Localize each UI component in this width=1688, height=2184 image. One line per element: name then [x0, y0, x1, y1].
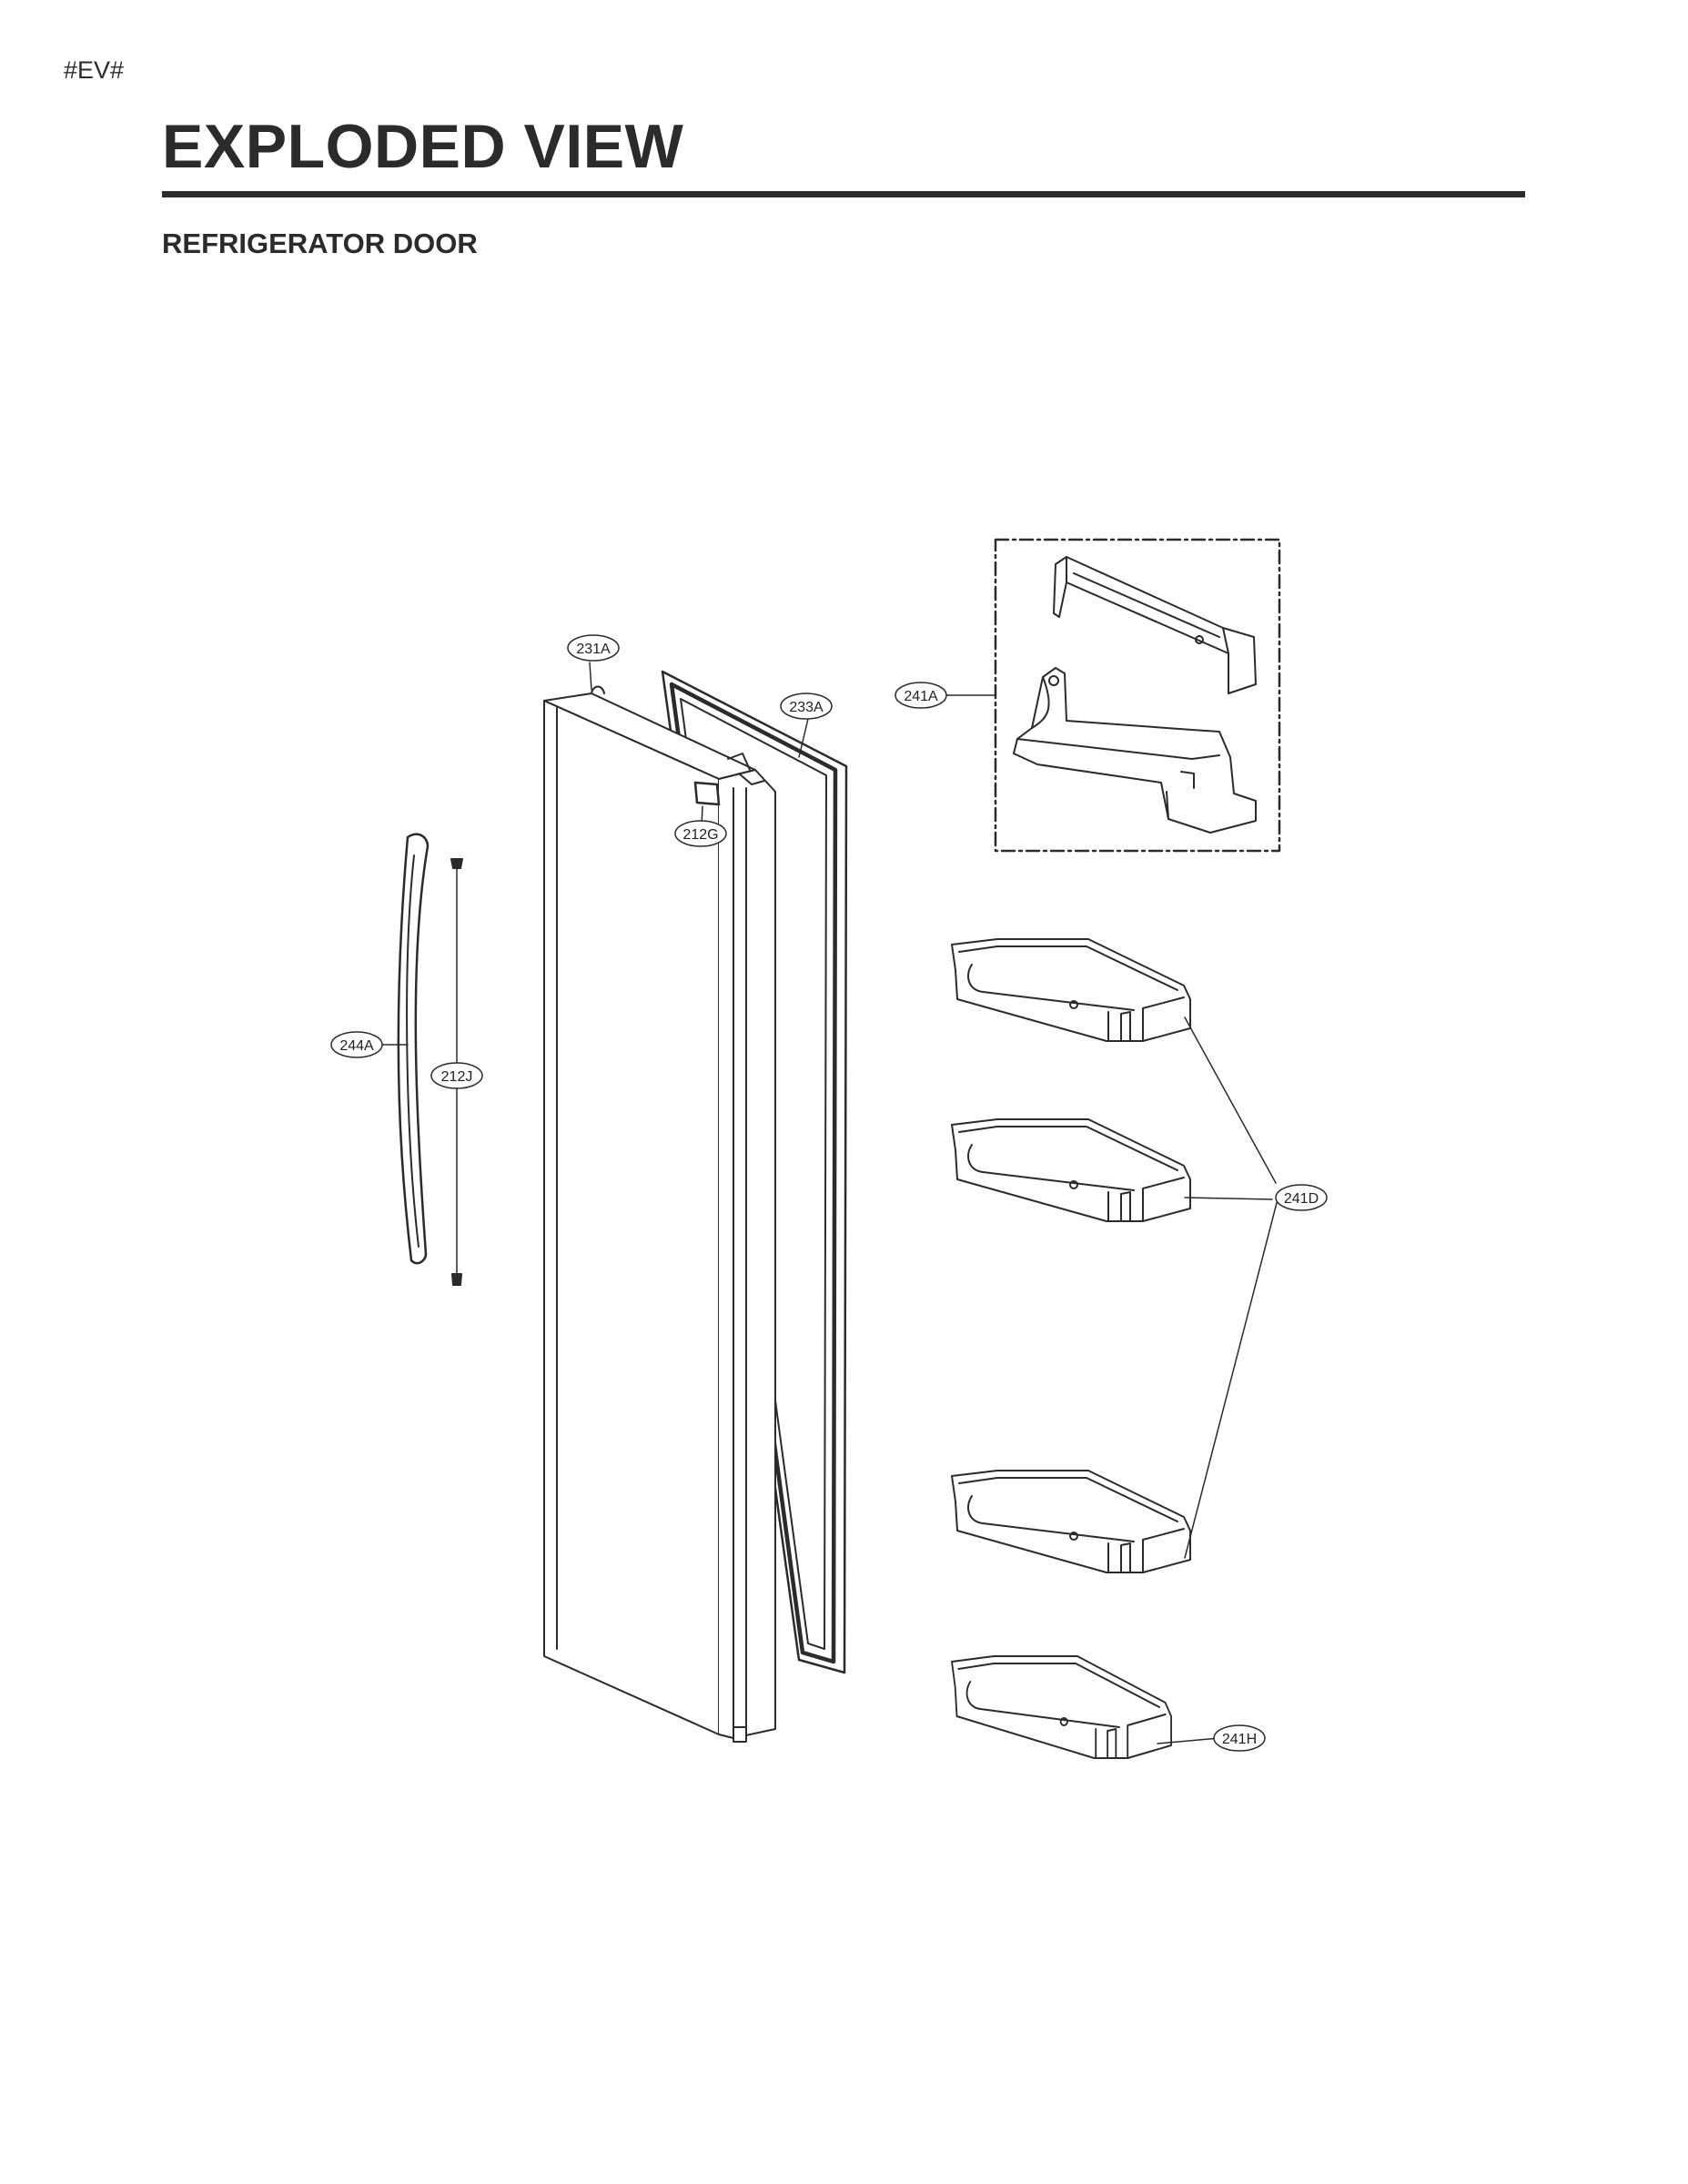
callout-212G: 212G	[674, 820, 727, 847]
shelf-bin-3	[951, 1470, 1191, 1573]
callout-231A: 231A	[567, 634, 620, 662]
svg-text:233A: 233A	[789, 700, 824, 715]
shelf-bin-small	[951, 1655, 1173, 1759]
door-handle	[397, 833, 430, 1265]
svg-text:212G: 212G	[682, 827, 718, 843]
shelf-bin-2	[951, 1118, 1191, 1222]
svg-text:244A: 244A	[339, 1038, 374, 1054]
shelf-bin-1	[951, 938, 1191, 1042]
svg-text:231A: 231A	[576, 642, 611, 657]
callout-244A: 244A	[330, 1031, 383, 1058]
callout-241A: 241A	[895, 682, 947, 709]
page-tag: #EV#	[64, 56, 125, 84]
callout-241D: 241D	[1275, 1184, 1328, 1211]
title-divider	[162, 191, 1525, 197]
svg-text:241H: 241H	[1222, 1732, 1257, 1747]
svg-text:212J: 212J	[441, 1069, 473, 1085]
callout-233A: 233A	[780, 693, 833, 720]
door-panel	[543, 685, 776, 1743]
svg-text:241A: 241A	[904, 689, 938, 704]
svg-text:241D: 241D	[1284, 1191, 1319, 1207]
section-title: REFRIGERATOR DOOR	[162, 228, 478, 259]
page-title: EXPLODED VIEW	[162, 112, 684, 181]
door-bin-large	[1013, 667, 1257, 834]
callout-241H: 241H	[1213, 1724, 1266, 1752]
door-bin-cover	[1053, 556, 1257, 694]
callout-212J: 212J	[430, 1062, 483, 1089]
